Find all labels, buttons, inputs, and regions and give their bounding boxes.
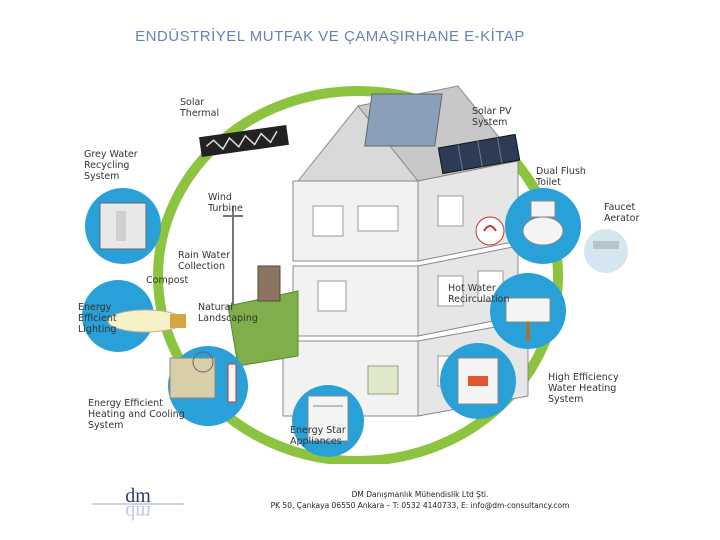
label-faucet-aerator: Faucet Aerator bbox=[604, 202, 640, 224]
solar-pv-icon bbox=[437, 133, 521, 175]
feature-icons bbox=[82, 124, 628, 457]
label-solar-pv: Solar PV System bbox=[472, 106, 512, 128]
footer-contact: DM Danışmanlık Mühendislik Ltd Şti. PK 5… bbox=[220, 489, 620, 511]
company-logo: dm dm bbox=[92, 484, 184, 526]
label-efficient-lighting: Energy Efficient Lighting bbox=[78, 302, 117, 335]
logo-text: dm bbox=[125, 485, 151, 507]
label-solar-thermal: Solar Thermal bbox=[180, 97, 220, 119]
label-compost: Compost bbox=[146, 275, 189, 286]
house-illustration bbox=[223, 85, 529, 417]
label-natural-landscaping: Natural Landscaping bbox=[198, 302, 258, 324]
label-rain-water: Rain Water Collection bbox=[178, 250, 230, 272]
faucet-icon bbox=[584, 229, 628, 273]
label-heating-cooling: Energy Efficient Heating and Cooling Sys… bbox=[88, 398, 185, 431]
hot-water-icon bbox=[490, 273, 566, 349]
dual-flush-toilet-icon bbox=[505, 188, 581, 264]
green-building-diagram: Solar Thermal Solar PV System Grey Water… bbox=[58, 66, 660, 464]
logo-reflection: dm bbox=[125, 501, 151, 523]
green-ring bbox=[153, 86, 563, 464]
page-title: ENDÜSTRİYEL MUTFAK VE ÇAMAŞIRHANE E-KİTA… bbox=[135, 28, 525, 45]
label-hot-water: Hot Water Recirculation bbox=[448, 283, 510, 305]
label-dual-flush: Dual Flush Toilet bbox=[536, 166, 586, 188]
label-water-heating: High Efficiency Water Heating System bbox=[548, 372, 619, 405]
diagram-graphic bbox=[82, 85, 628, 464]
light-bulb-icon bbox=[82, 280, 186, 352]
footer-company: DM Danışmanlık Mühendislik Ltd Şti. bbox=[351, 490, 489, 499]
solar-thermal-icon bbox=[199, 124, 289, 158]
footer-address: PK 50, Çankaya 06550 Ankara – T: 0532 41… bbox=[270, 501, 570, 510]
label-energy-star: Energy Star Appliances bbox=[290, 425, 346, 447]
grey-water-icon bbox=[85, 188, 161, 264]
heating-cooling-icon bbox=[168, 346, 248, 426]
faucet-aerator-drop-icon bbox=[475, 216, 505, 246]
label-grey-water: Grey Water Recycling System bbox=[84, 149, 138, 182]
water-heater-icon bbox=[440, 343, 516, 419]
appliances-icon bbox=[292, 385, 364, 457]
label-wind-turbine: Wind Turbine bbox=[208, 192, 243, 214]
